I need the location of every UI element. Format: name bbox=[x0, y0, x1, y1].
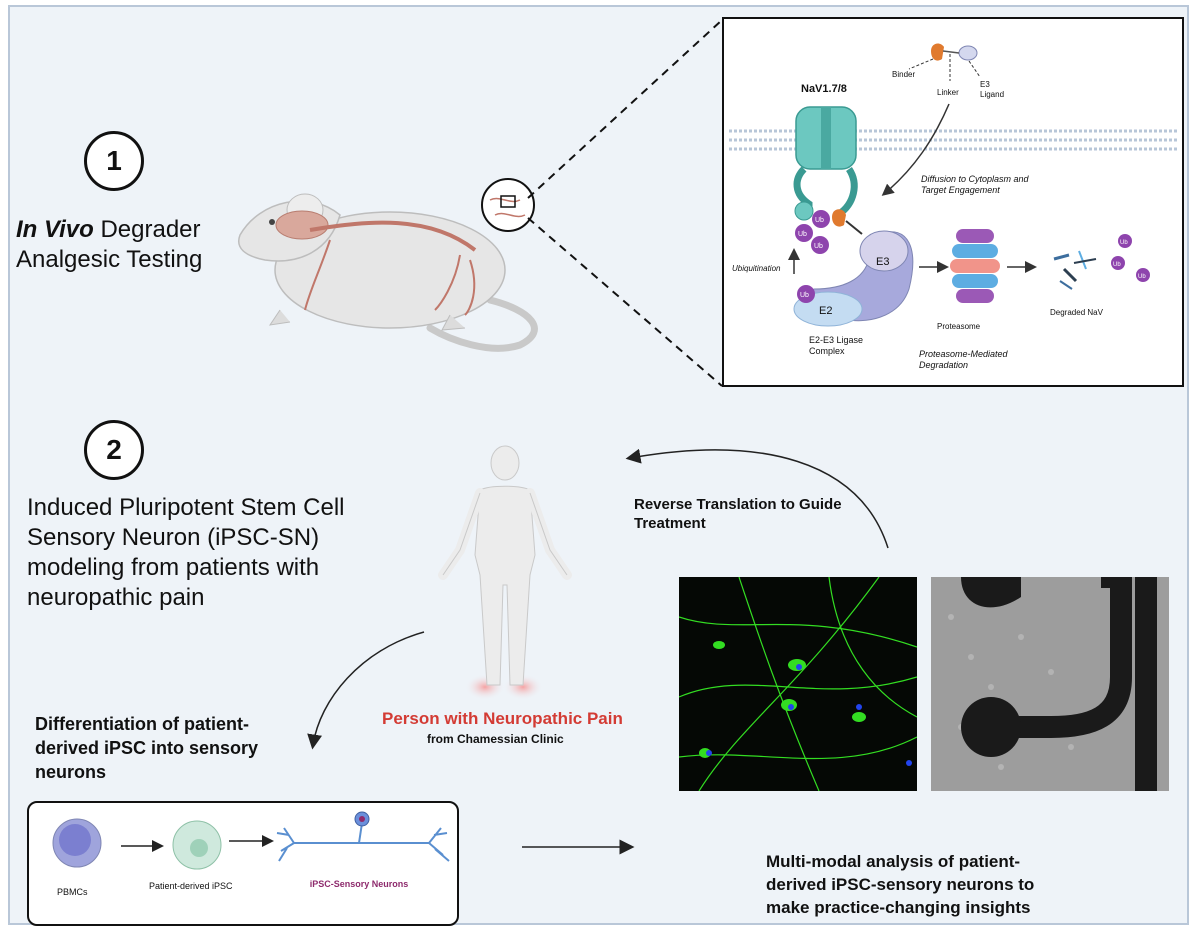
ub-chain-1 bbox=[812, 210, 830, 228]
proteasome-degradation-label: Proteasome-Mediated Degradation bbox=[919, 349, 1008, 370]
ub-chain-2 bbox=[795, 224, 813, 242]
step-1-badge: 1 bbox=[84, 131, 144, 191]
fluorescence-micrograph bbox=[679, 577, 917, 791]
binder-label: Binder bbox=[892, 70, 915, 79]
ligase-complex-label: E2-E3 Ligase Complex bbox=[809, 335, 864, 356]
ub-chain-3 bbox=[811, 236, 829, 254]
ipsc-label: Patient-derived iPSC bbox=[149, 881, 233, 891]
proteasome-label: Proteasome bbox=[937, 322, 981, 331]
degraded-nav-label: Degraded NaV bbox=[1050, 308, 1104, 317]
degrader-mechanism-inset: NaV1.7/8 Binder Linker E3 Ligand Ub Ub U… bbox=[722, 17, 1184, 387]
diffusion-label: Diffusion to Cytoplasm and Target Engage… bbox=[921, 174, 1029, 195]
pipeline-drawing: PBMCs Patient-derived iPSC bbox=[52, 811, 450, 897]
ub-text-1: Ub bbox=[815, 217, 824, 224]
patient-label: Person with Neuropathic Pain bbox=[382, 709, 623, 728]
ub-text-4: Ub bbox=[800, 292, 809, 299]
e3-ligand-label-line2: Ligand bbox=[980, 90, 1004, 99]
step-1-title-italic: In Vivo bbox=[16, 216, 94, 243]
step-2-number: 2 bbox=[106, 434, 122, 465]
binder-shape bbox=[931, 43, 944, 61]
brightfield-micrograph bbox=[931, 577, 1169, 791]
mechanism-drawing: NaV1.7/8 Binder Linker E3 Ligand Ub Ub U… bbox=[729, 43, 1179, 331]
ub-text-5: Ub bbox=[1120, 240, 1128, 246]
sensory-neuron-drawing bbox=[276, 822, 450, 862]
patient-figure bbox=[438, 445, 572, 700]
step-1-title: In Vivo Degrader Analgesic Testing bbox=[16, 215, 236, 275]
step-2-badge: 2 bbox=[84, 420, 144, 480]
ub-text-7: Ub bbox=[1138, 274, 1146, 280]
degraded-fragments bbox=[1053, 234, 1150, 290]
nav-channel-label: NaV1.7/8 bbox=[801, 83, 847, 95]
e3-label: E3 bbox=[876, 256, 889, 268]
multimodal-label: Multi-modal analysis of patient-derived … bbox=[766, 852, 1035, 917]
e2-label: E2 bbox=[819, 305, 832, 317]
ub-text-2: Ub bbox=[798, 231, 807, 238]
pbmcs-label: PBMCs bbox=[57, 887, 88, 897]
linker-label: Linker bbox=[937, 88, 959, 97]
rat-illustration bbox=[238, 178, 538, 352]
ubiquitination-label: Ubiquitination bbox=[732, 264, 781, 273]
e3-ligand-label-line1: E3 bbox=[980, 80, 990, 89]
e2-e3-ligase-complex bbox=[793, 230, 914, 327]
step-1-title-rest: Degrader bbox=[93, 216, 201, 243]
step-2-description: Induced Pluripotent Stem Cell Sensory Ne… bbox=[27, 494, 345, 611]
differentiation-label: Differentiation of patient-derived iPSC … bbox=[35, 714, 259, 782]
ub-text-6: Ub bbox=[1113, 262, 1121, 268]
differentiation-pipeline: PBMCs Patient-derived iPSC iPSC-Sensory … bbox=[27, 801, 459, 926]
step-1-title-line2: Analgesic Testing bbox=[16, 246, 203, 273]
neurons-label: iPSC-Sensory Neurons bbox=[309, 879, 409, 889]
ub-text-3: Ub bbox=[814, 243, 823, 250]
proteasome-shape bbox=[950, 229, 1000, 303]
step-1-number: 1 bbox=[106, 145, 122, 176]
patient-sublabel: from Chamessian Clinic bbox=[427, 732, 564, 746]
reverse-translation-label: Reverse Translation to Guide Treatment bbox=[634, 496, 842, 532]
